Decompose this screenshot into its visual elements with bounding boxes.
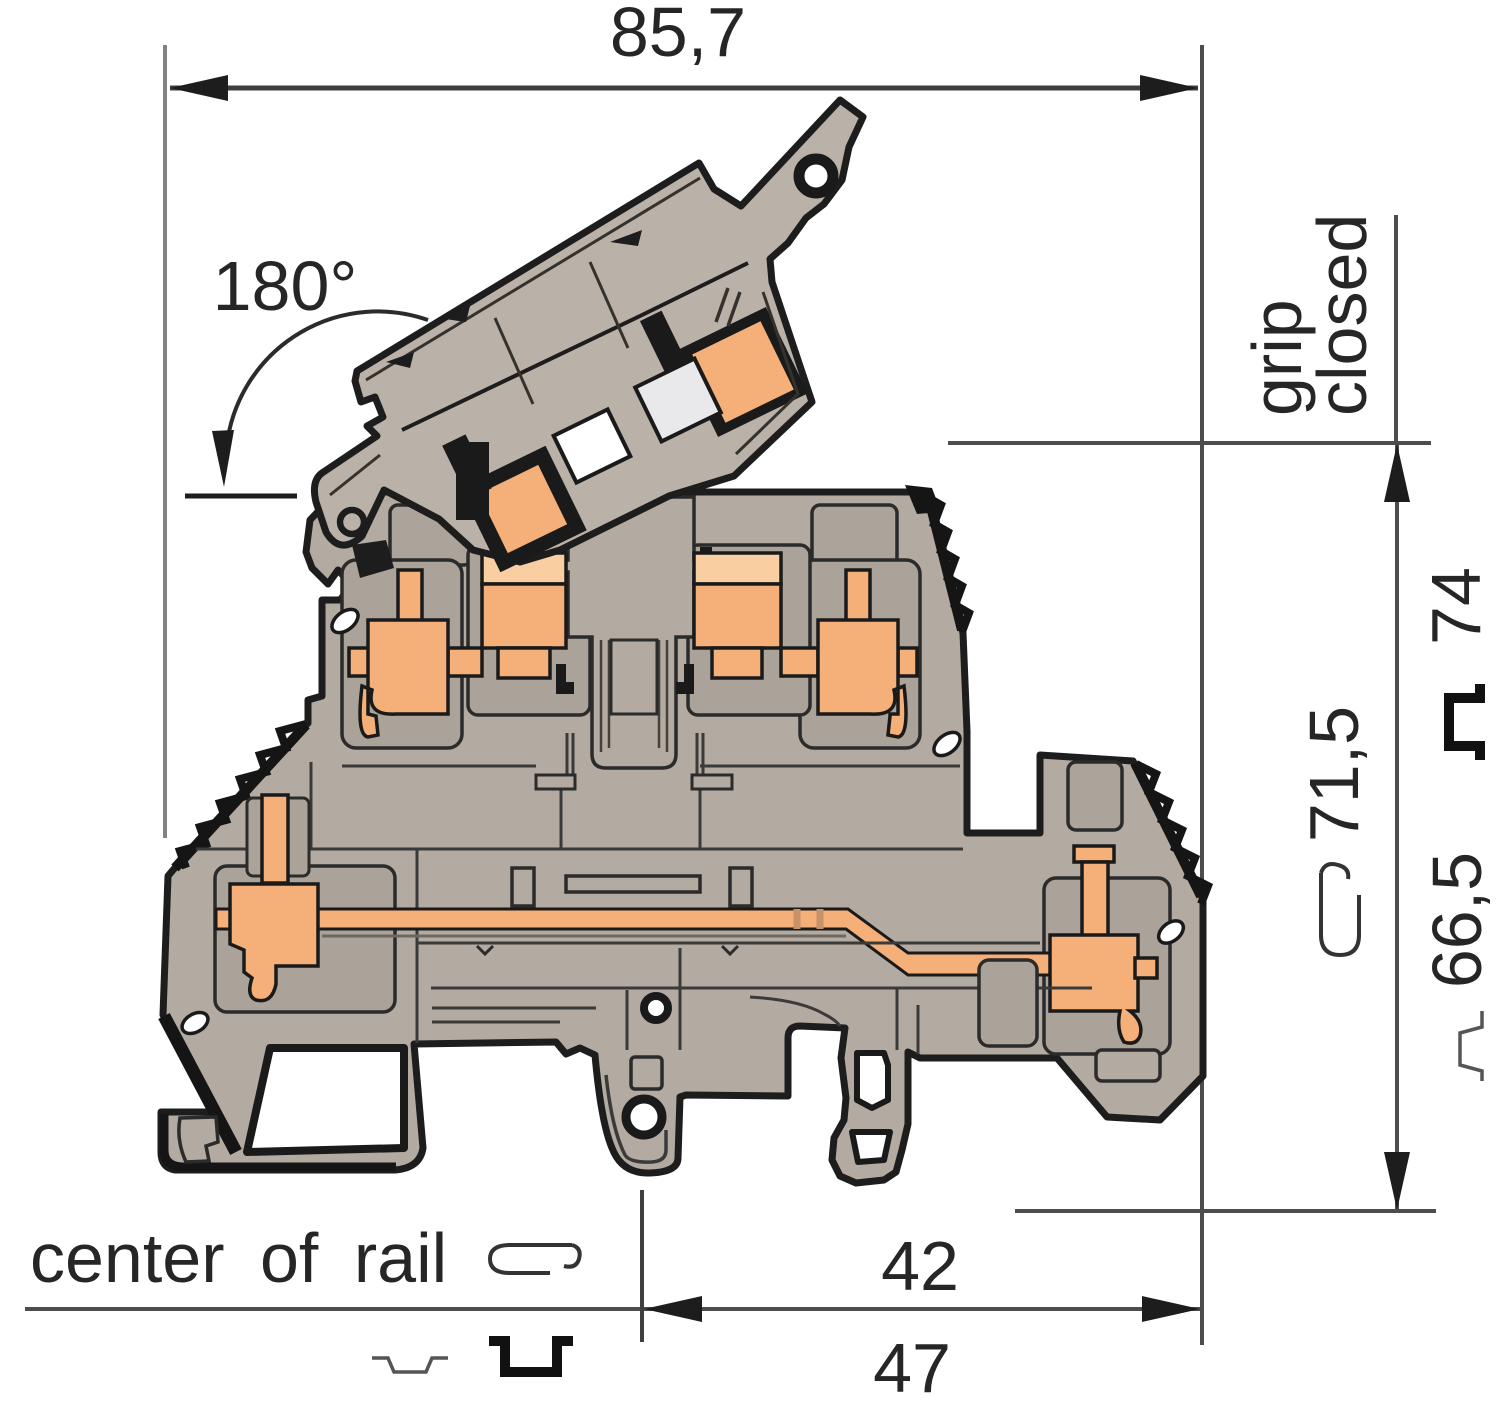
svg-text:grip: grip <box>1238 299 1316 416</box>
svg-text:71,5: 71,5 <box>1295 706 1373 842</box>
svg-text:closed: closed <box>1303 214 1381 416</box>
svg-text:42: 42 <box>881 1227 959 1305</box>
svg-text:66,5: 66,5 <box>1418 852 1496 988</box>
svg-text:47: 47 <box>873 1329 951 1407</box>
svg-text:85,7: 85,7 <box>610 0 746 71</box>
svg-text:74: 74 <box>1417 567 1495 645</box>
svg-text:180°: 180° <box>213 247 358 325</box>
svg-text:center of rail: center of rail <box>30 1219 447 1297</box>
